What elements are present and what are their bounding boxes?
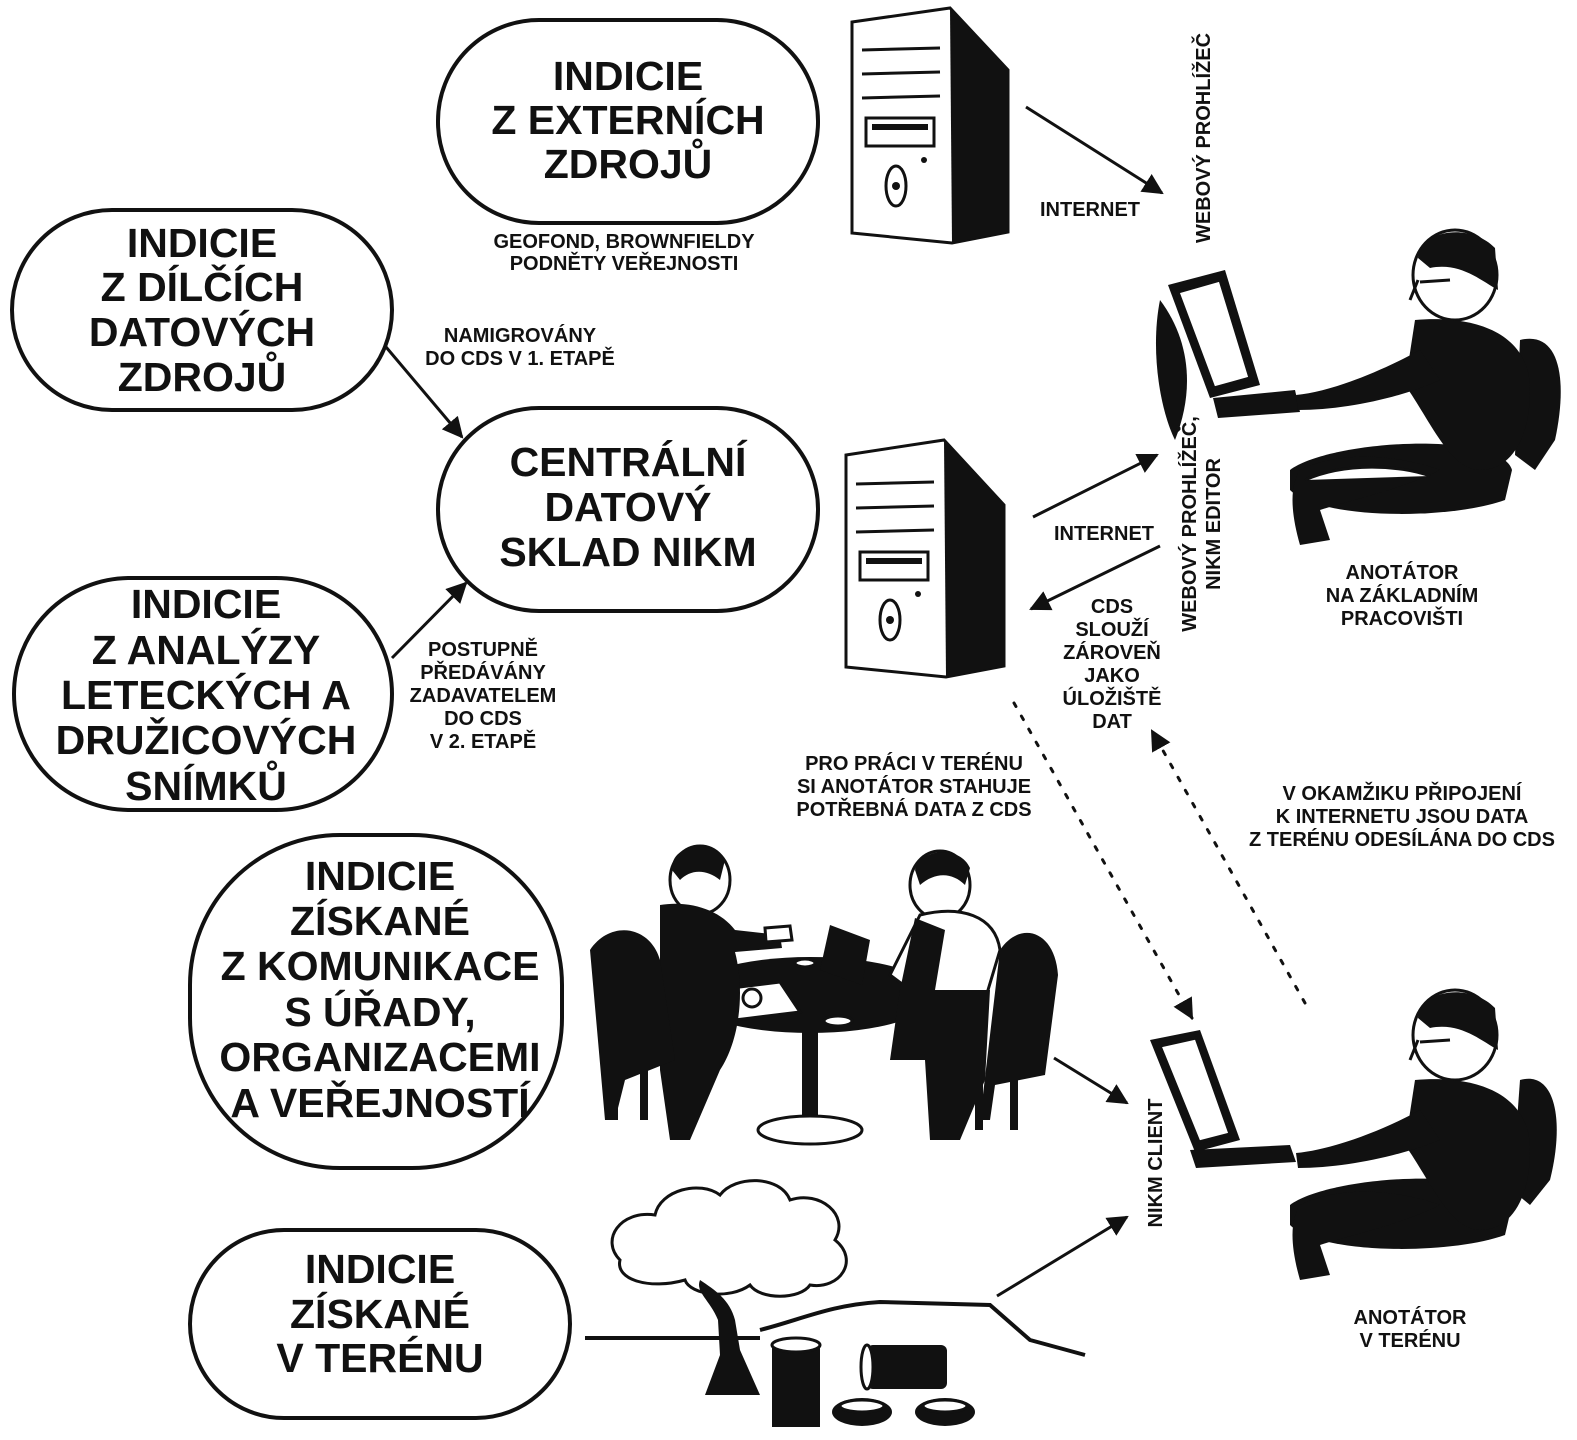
node-communication-line: ORGANIZACEMI (219, 1034, 540, 1080)
node-partial-sources-line: DATOVÝCH (89, 309, 315, 355)
label-annotator-field: ANOTÁTOR V TERÉNU (1354, 1306, 1468, 1352)
arrow-aerial-to-central (390, 581, 468, 660)
node-central-store: CENTRÁLNÍ DATOVÝ SKLAD NIKM (436, 406, 820, 613)
label-cds-storage-line: ZÁROVEŇ (1063, 640, 1161, 664)
arrow-download-to-field (1012, 701, 1194, 1020)
label-migrated: NAMIGROVÁNY DO CDS V 1. ETAPĚ (425, 324, 615, 370)
label-annotator-base: ANOTÁTOR NA ZÁKLADNÍM PRACOVIŠTI (1326, 561, 1479, 630)
label-browser-editor-line: WEBOVÝ PROHLÍŽEČ, (1177, 416, 1201, 632)
label-annotator-field-line: ANOTÁTOR (1354, 1306, 1468, 1329)
node-communication: INDICIE ZÍSKANÉ Z KOMUNIKACE S ÚŘADY, OR… (188, 833, 564, 1170)
field-annotator-icon (1150, 988, 1557, 1280)
label-cds-storage-line: SLOUŽÍ (1075, 617, 1149, 641)
label-cds-storage-line: JAKO (1084, 665, 1140, 687)
node-field: INDICIE ZÍSKANÉ V TERÉNU (188, 1228, 572, 1420)
label-cds-storage-line: DAT (1092, 711, 1132, 733)
arrow-partial-to-central (384, 346, 464, 439)
node-central-store-line: CENTRÁLNÍ (510, 439, 748, 485)
label-annotator-base-line: ANOTÁTOR (1346, 561, 1460, 584)
node-communication-line: INDICIE (305, 853, 455, 899)
label-migrated-line: DO CDS V 1. ETAPĚ (425, 346, 615, 370)
node-communication-line: A VEŘEJNOSTÍ (230, 1080, 531, 1126)
label-field-download-line: SI ANOTÁTOR STAHUJE (797, 775, 1031, 798)
node-partial-sources-line: ZDROJŮ (118, 351, 287, 400)
label-field-upload: V OKAMŽIKU PŘIPOJENÍ K INTERNETU JSOU DA… (1249, 781, 1555, 851)
node-field-line: V TERÉNU (276, 1335, 483, 1381)
node-central-store-line: SKLAD NIKM (499, 529, 756, 575)
label-field-download: PRO PRÁCI V TERÉNU SI ANOTÁTOR STAHUJE P… (796, 752, 1031, 821)
node-external-sources-line: ZDROJŮ (544, 138, 713, 187)
label-handed-over-line: V 2. ETAPĚ (430, 729, 536, 753)
label-handed-over-line: POSTUPNĚ (428, 637, 538, 661)
label-internet-top: INTERNET (1040, 199, 1140, 221)
label-field-download-line: PRO PRÁCI V TERÉNU (805, 752, 1023, 775)
meeting-icon (590, 844, 1058, 1146)
label-browser-editor-line: NIKM EDITOR (1203, 458, 1225, 590)
node-partial-sources-line: Z DÍLČÍCH (101, 264, 304, 310)
label-internet-mid: INTERNET (1054, 523, 1154, 545)
node-external-sources-line: Z EXTERNÍCH (491, 97, 764, 143)
arrow-server-to-browser (1025, 105, 1164, 195)
label-browser-editor: WEBOVÝ PROHLÍŽEČ, NIKM EDITOR (1177, 416, 1225, 632)
node-field-line: ZÍSKANÉ (290, 1291, 470, 1337)
label-handed-over-line: PŘEDÁVÁNY (420, 660, 546, 684)
label-handed-over-line: ZADAVATELEM (410, 685, 557, 707)
label-annotator-field-line: V TERÉNU (1359, 1329, 1460, 1352)
arrow-field-to-client (996, 1215, 1129, 1298)
label-cds-storage-line: ÚLOŽIŠTĚ (1063, 686, 1162, 710)
label-migrated-line: NAMIGROVÁNY (444, 324, 597, 347)
node-aerial-analysis-line: DRUŽICOVÝCH (56, 717, 357, 763)
field-scene-icon (585, 1179, 1086, 1427)
server-top-icon (850, 6, 1010, 245)
node-partial-sources-line: INDICIE (127, 220, 277, 266)
node-aerial-analysis-line: LETECKÝCH A (61, 672, 351, 718)
label-annotator-base-line: PRACOVIŠTI (1341, 606, 1463, 630)
node-external-sources-line: INDICIE (553, 53, 703, 99)
node-external-sources-caption: GEOFOND, BROWNFIELDY (493, 231, 755, 253)
label-field-download-line: POTŘEBNÁ DATA Z CDS (796, 797, 1031, 821)
label-handed-over-line: DO CDS (444, 708, 522, 730)
label-cds-storage: CDS SLOUŽÍ ZÁROVEŇ JAKO ÚLOŽIŠTĚ DAT (1063, 596, 1162, 733)
node-external-sources: INDICIE Z EXTERNÍCH ZDROJŮ GEOFOND, BROW… (436, 18, 820, 275)
node-aerial-analysis-line: INDICIE (131, 581, 281, 627)
node-communication-line: S ÚŘADY, (284, 989, 475, 1035)
label-browser-top: WEBOVÝ PROHLÍŽEČ (1191, 33, 1215, 243)
node-aerial-analysis-line: SNÍMKŮ (125, 760, 287, 809)
label-field-upload-line: V OKAMŽIKU PŘIPOJENÍ (1283, 781, 1522, 805)
node-aerial-analysis: INDICIE Z ANALÝZY LETECKÝCH A DRUŽICOVÝC… (12, 576, 394, 812)
node-central-store-line: DATOVÝ (544, 484, 711, 530)
arrow-meeting-to-client (1053, 1056, 1129, 1105)
server-central-icon (844, 438, 1006, 679)
arrow-editor-to-central (1029, 544, 1161, 611)
label-field-upload-line: Z TERÉNU ODESÍLÁNA DO CDS (1249, 828, 1555, 851)
node-external-sources-caption: PODNĚTY VEŘEJNOSTI (510, 251, 739, 275)
label-field-upload-line: K INTERNETU JSOU DATA (1276, 806, 1529, 828)
arrow-upload-to-cds (1150, 729, 1307, 1005)
label-handed-over: POSTUPNĚ PŘEDÁVÁNY ZADAVATELEM DO CDS V … (410, 637, 557, 753)
arrow-central-to-editor (1032, 453, 1159, 519)
node-communication-line: ZÍSKANÉ (290, 898, 470, 944)
node-partial-sources: INDICIE Z DÍLČÍCH DATOVÝCH ZDROJŮ (10, 208, 394, 412)
node-communication-line: Z KOMUNIKACE (221, 943, 540, 989)
label-nikm-client: NIKM CLIENT (1145, 1099, 1167, 1228)
label-annotator-base-line: NA ZÁKLADNÍM (1326, 584, 1479, 607)
node-aerial-analysis-line: Z ANALÝZY (92, 627, 321, 673)
node-field-line: INDICIE (305, 1246, 455, 1292)
label-cds-storage-line: CDS (1091, 596, 1133, 618)
desktop-annotator-icon (1155, 228, 1561, 545)
